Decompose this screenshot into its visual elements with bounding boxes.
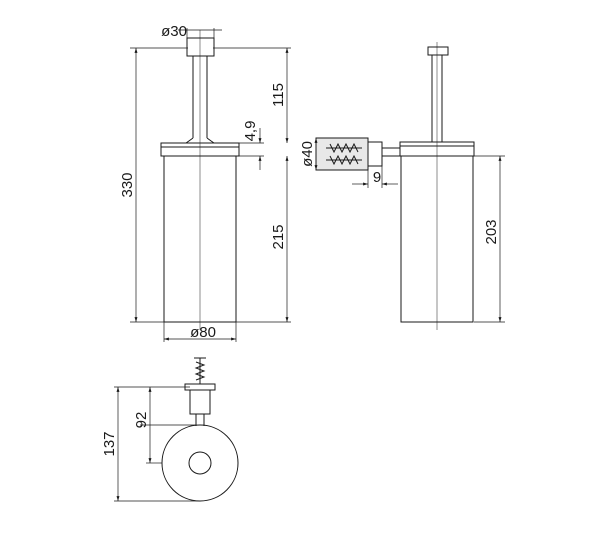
- plan-bracket: [189, 389, 211, 415]
- plan-screw: [194, 357, 206, 384]
- bracket-arm: [381, 147, 401, 157]
- screw-upper: [326, 142, 362, 154]
- dim-plan-depth-large: 137: [101, 431, 118, 456]
- plan-body-circle: [161, 424, 239, 502]
- dim-plan-depth-small: 92: [133, 412, 150, 429]
- bracket-block: [367, 141, 383, 167]
- side-view: ø40 9 203: [299, 42, 505, 330]
- dim-side-height: 203: [483, 219, 500, 244]
- dim-upper-height: 115: [270, 83, 287, 107]
- plan-handle-circle: [188, 451, 212, 475]
- front-view: 330 115 215 4,9 ø30 ø80: [119, 23, 291, 342]
- dim-bracket-depth: 9: [373, 169, 381, 186]
- dim-body-diameter: ø80: [190, 324, 216, 341]
- screw-lower: [326, 154, 362, 166]
- front-top-cap: [186, 37, 215, 57]
- plan-view: 137 92: [101, 357, 239, 502]
- dim-bracket-diameter: ø40: [299, 141, 316, 167]
- dim-total-height: 330: [119, 172, 136, 197]
- dim-lower-height: 215: [270, 224, 287, 249]
- side-top-cap: [427, 46, 449, 56]
- wall-plate: [315, 137, 369, 171]
- dim-lid-thickness: 4,9: [242, 121, 259, 142]
- dim-top-diameter: ø30: [161, 23, 187, 40]
